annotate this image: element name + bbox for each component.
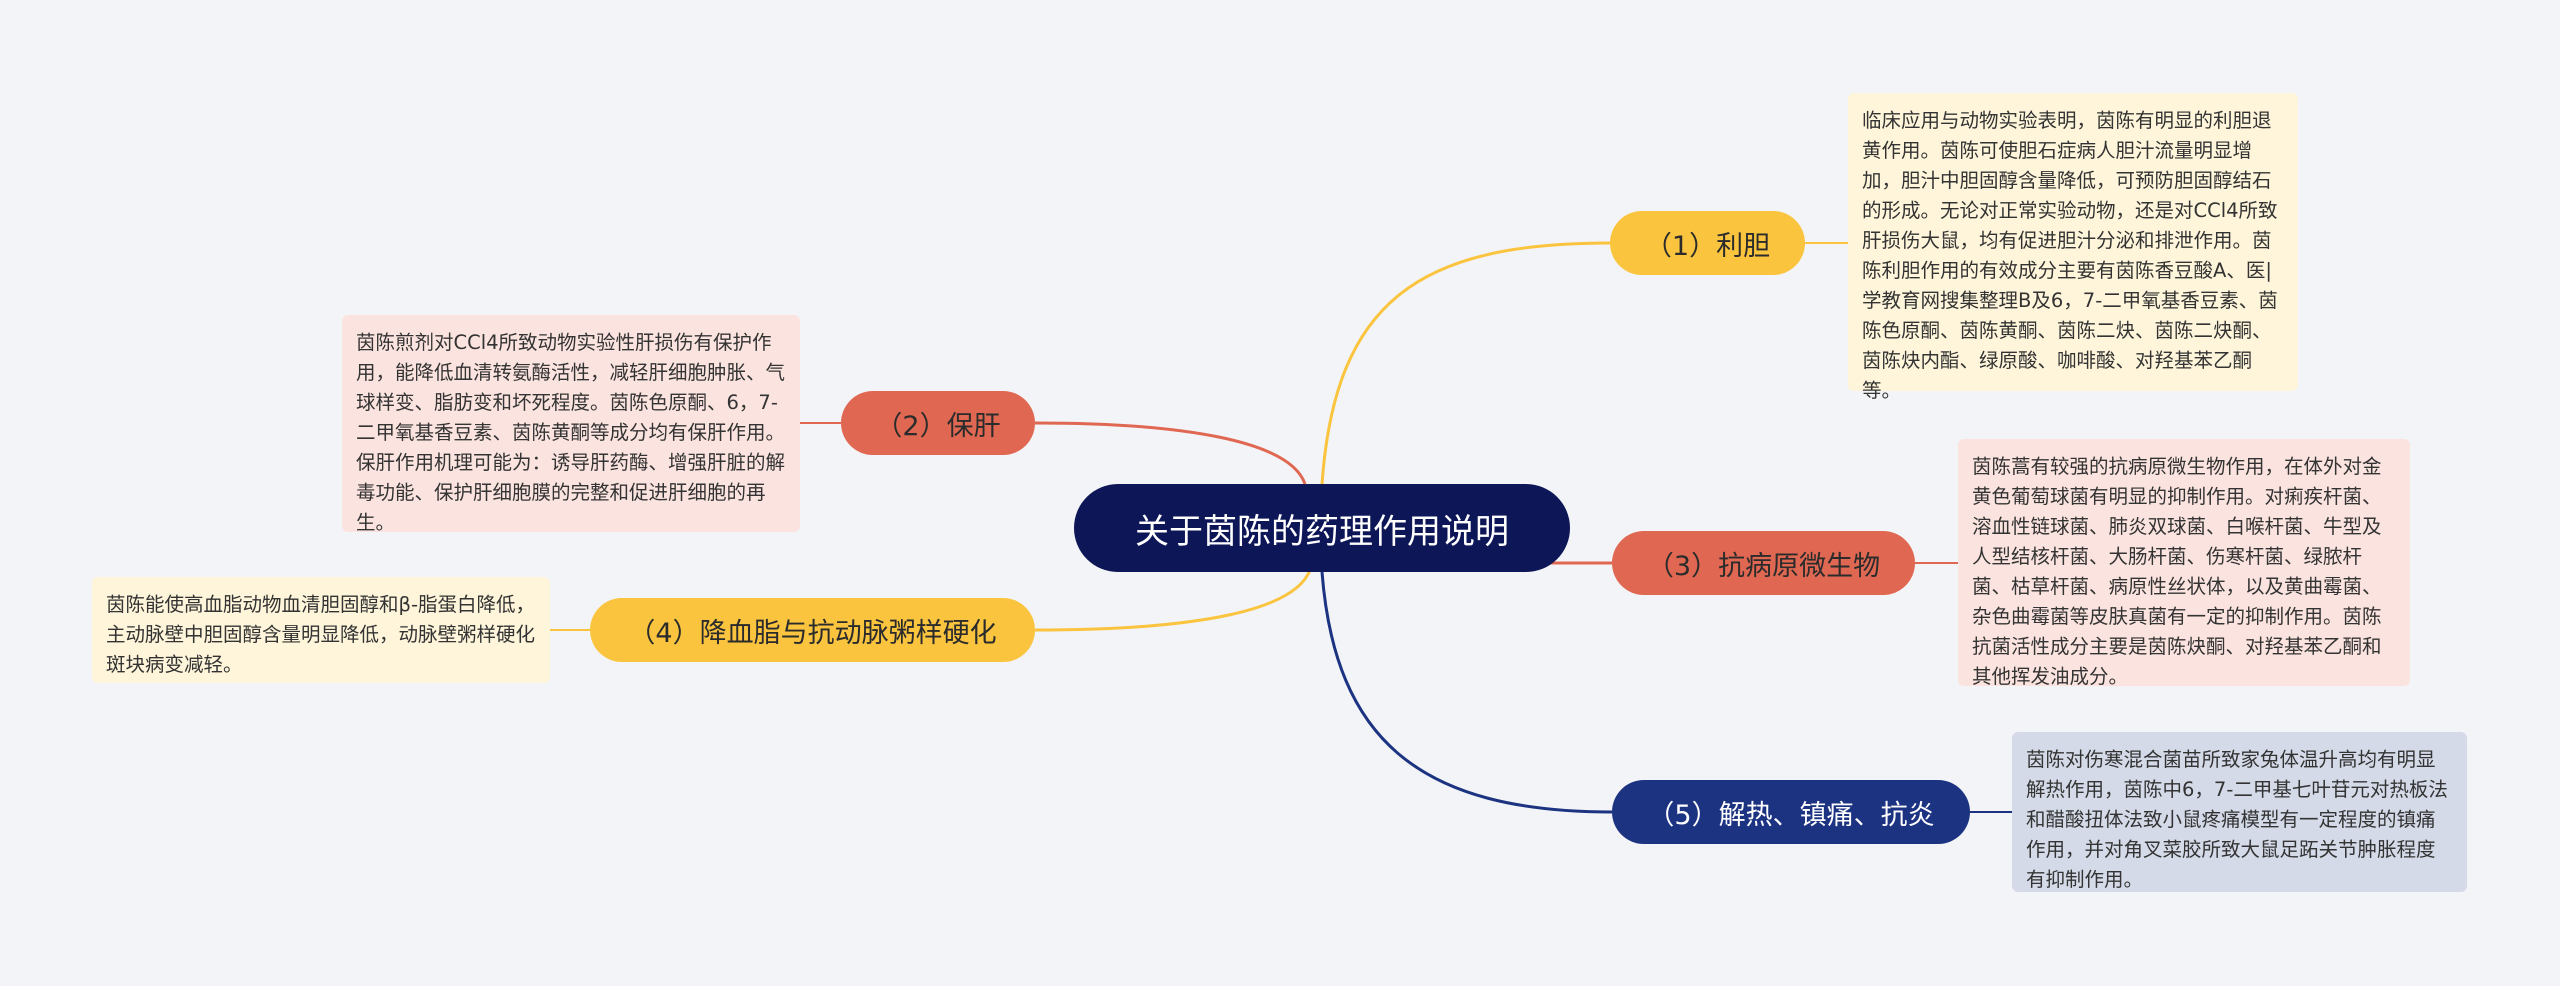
branch-liver-protection[interactable]: （2）保肝: [841, 391, 1035, 455]
connector-root-b2: [1034, 421, 1307, 485]
connector-root-b5: [1320, 571, 1613, 814]
note-liver-protection: 茵陈煎剂对CCl4所致动物实验性肝损伤有保护作用，能降低血清转氨酶活性，减轻肝细…: [342, 315, 800, 534]
branch-lipid-lowering[interactable]: （4）降血脂与抗动脉粥样硬化: [590, 598, 1035, 662]
branch-cholagogue[interactable]: （1）利胆: [1610, 211, 1805, 275]
connector-root-b4: [1034, 569, 1312, 632]
note-lipid-lowering: 茵陈能使高血脂动物血清胆固醇和β-脂蛋白降低，主动脉壁中胆固醇含量明显降低，动脉…: [92, 577, 550, 683]
central-topic[interactable]: 关于茵陈的药理作用说明: [1074, 484, 1570, 572]
note-cholagogue: 临床应用与动物实验表明，茵陈有明显的利胆退黄作用。茵陈可使胆石症病人胆汁流量明显…: [1848, 93, 2298, 402]
connector-root-b1: [1320, 241, 1611, 485]
branch-antimicrobial[interactable]: （3）抗病原微生物: [1612, 531, 1915, 595]
note-antimicrobial: 茵陈蒿有较强的抗病原微生物作用，在体外对金黄色葡萄球菌有明显的抑制作用。对痢疾杆…: [1958, 439, 2410, 688]
branch-antipyretic-analgesic[interactable]: （5）解热、镇痛、抗炎: [1612, 780, 1970, 844]
note-antipyretic-analgesic: 茵陈对伤寒混合菌苗所致家兔体温升高均有明显解热作用，茵陈中6，7-二甲基七叶苷元…: [2012, 732, 2467, 892]
